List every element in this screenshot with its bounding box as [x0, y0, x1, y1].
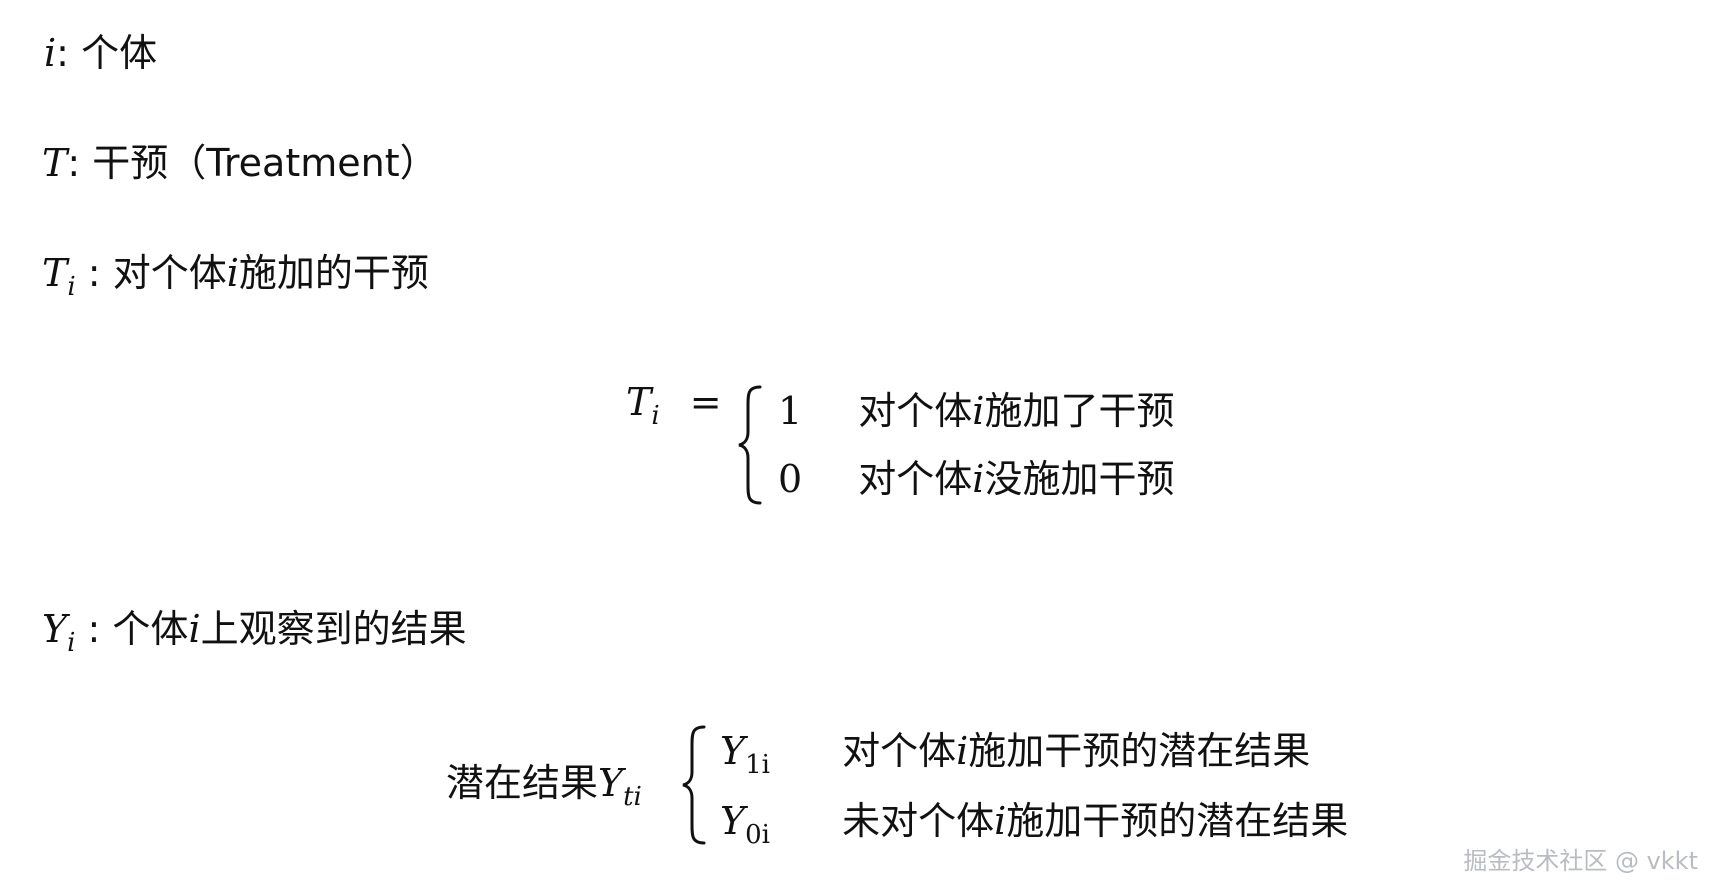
separator: :: [56, 31, 69, 75]
definition-i: i: 个体: [44, 22, 157, 77]
subscript-ti: ti: [623, 782, 642, 812]
variable-i: i: [226, 251, 239, 295]
equation-yti-lhs: 潜在结果Yti: [446, 752, 642, 810]
definition-i-text: 个体: [81, 31, 158, 75]
outcome-text-1: 对个体i施加干预的潜在结果: [842, 729, 1311, 773]
outcome-row-2: Y0i 未对个体i施加干预的潜在结果: [720, 790, 1349, 850]
definition-ti: Ti : 对个体i施加的干预: [42, 242, 429, 300]
case-text-1: 对个体i施加了干预: [858, 389, 1175, 433]
definition-yi: Yi : 个体i上观察到的结果: [42, 598, 467, 656]
definition-ti-text: 对个体: [112, 251, 227, 295]
case-value-1: 1: [778, 389, 803, 433]
watermark: 掘金技术社区 @ vkkt: [1463, 847, 1698, 875]
symbol-y: Y: [598, 761, 624, 805]
definition-yi-text-2: 上观察到的结果: [200, 607, 467, 651]
subscript-i: i: [67, 628, 76, 658]
symbol-t: T: [626, 380, 652, 424]
outcome-text-2: 未对个体i施加干预的潜在结果: [842, 799, 1349, 843]
definition-ti-text-2: 施加的干预: [238, 251, 429, 295]
outcome-symbol-0: Y0i: [720, 799, 770, 850]
left-brace-icon: [682, 725, 706, 845]
left-brace-icon: [738, 385, 762, 505]
equals-sign: =: [689, 380, 722, 424]
subscript-i: i: [651, 401, 660, 431]
case-row-2: 0 对个体i没施加干预: [778, 448, 1174, 503]
symbol-t: T: [42, 251, 68, 295]
outcome-row-1: Y1i 对个体i施加干预的潜在结果: [720, 720, 1311, 780]
potential-outcome-label: 潜在结果: [446, 761, 599, 805]
variable-i: i: [188, 607, 201, 651]
equation-ti-lhs: Ti =: [626, 380, 722, 429]
symbol-t: T: [42, 141, 68, 185]
definition-t-text: 干预（Treatment）: [92, 141, 438, 185]
separator: :: [87, 251, 101, 295]
case-value-0: 0: [778, 457, 803, 501]
symbol-y: Y: [42, 607, 68, 651]
outcome-symbol-1: Y1i: [720, 729, 770, 780]
definition-yi-text: 个体: [112, 607, 189, 651]
separator: :: [67, 141, 81, 185]
case-text-2: 对个体i没施加干预: [858, 457, 1175, 501]
definition-t: T: 干预（Treatment）: [42, 132, 438, 187]
case-row-1: 1 对个体i施加了干预: [778, 380, 1174, 435]
separator: :: [87, 607, 101, 651]
subscript-i: i: [67, 272, 76, 302]
symbol-i: i: [44, 31, 57, 75]
